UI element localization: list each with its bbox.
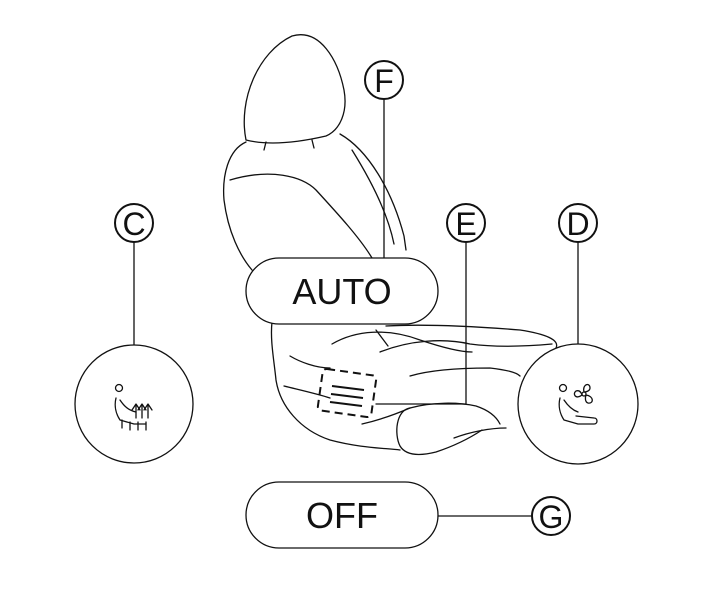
- heated-seat-button[interactable]: [74, 344, 194, 464]
- seat-illustration: [222, 34, 558, 456]
- seat-switch-icon[interactable]: [316, 367, 378, 419]
- auto-button-label: AUTO: [292, 271, 391, 312]
- ventilated-seat-button[interactable]: [517, 343, 639, 465]
- callout-c: C: [114, 203, 154, 243]
- heated-seat-icon: [114, 383, 153, 431]
- leader-lines: [133, 99, 579, 517]
- auto-button[interactable]: AUTO: [245, 257, 439, 325]
- callout-f: F: [364, 60, 404, 100]
- ventilated-seat-icon: [558, 383, 598, 425]
- off-button[interactable]: OFF: [245, 481, 439, 549]
- callout-e-label: E: [455, 206, 476, 242]
- callout-f-label: F: [374, 63, 394, 99]
- callout-d-label: D: [566, 206, 589, 242]
- callout-g: G: [531, 496, 571, 536]
- callout-c-label: C: [122, 206, 145, 242]
- callout-d: D: [558, 203, 598, 243]
- callout-g-label: G: [539, 499, 564, 535]
- off-button-label: OFF: [306, 495, 378, 536]
- callout-e: E: [446, 203, 486, 243]
